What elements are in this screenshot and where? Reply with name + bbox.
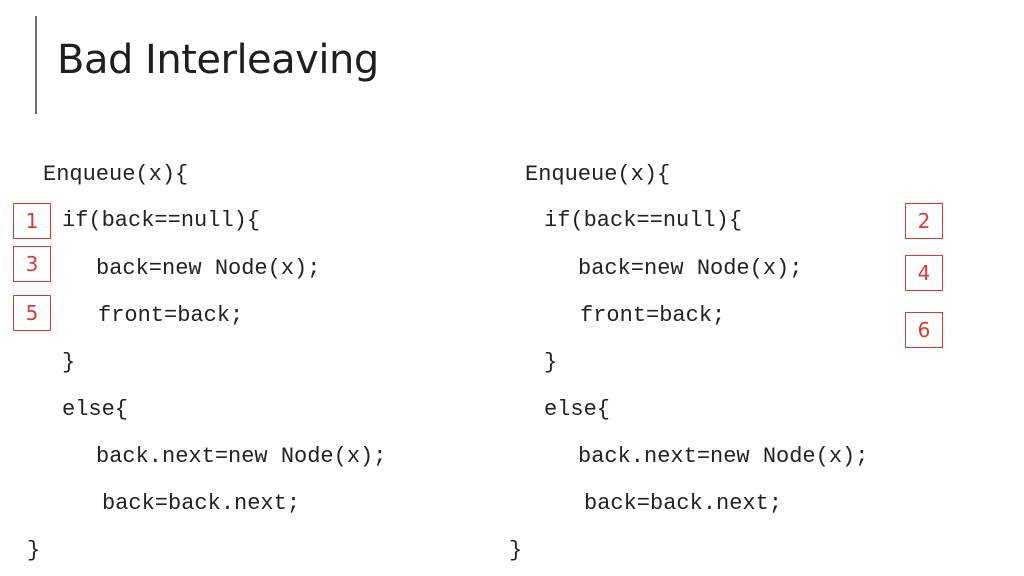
left-else-line: else{ (62, 397, 129, 422)
left-back-next-line: back=back.next; (102, 491, 301, 516)
right-next-new-line: back.next=new Node(x); (578, 444, 869, 469)
right-close-if-brace: } (544, 350, 558, 375)
right-enqueue-line: Enqueue(x){ (525, 162, 671, 187)
title-accent-bar (35, 16, 37, 114)
left-close-if-brace: } (62, 350, 76, 375)
step-box-4: 4 (905, 255, 943, 291)
step-box-1: 1 (13, 203, 51, 239)
step-box-5: 5 (13, 295, 51, 331)
left-new-node-line: back=new Node(x); (96, 256, 321, 281)
right-else-line: else{ (544, 397, 611, 422)
page-title: Bad Interleaving (57, 37, 379, 83)
left-close-fn-brace: } (27, 538, 41, 563)
left-next-new-line: back.next=new Node(x); (96, 444, 387, 469)
left-if-line: if(back==null){ (62, 208, 261, 233)
left-enqueue-line: Enqueue(x){ (43, 162, 189, 187)
step-box-3: 3 (13, 246, 51, 282)
step-box-6: 6 (905, 312, 943, 348)
right-if-line: if(back==null){ (544, 208, 743, 233)
left-front-line: front=back; (98, 303, 244, 328)
right-close-fn-brace: } (509, 538, 523, 563)
step-box-2: 2 (905, 203, 943, 239)
right-front-line: front=back; (580, 303, 726, 328)
right-back-next-line: back=back.next; (584, 491, 783, 516)
right-new-node-line: back=new Node(x); (578, 256, 803, 281)
